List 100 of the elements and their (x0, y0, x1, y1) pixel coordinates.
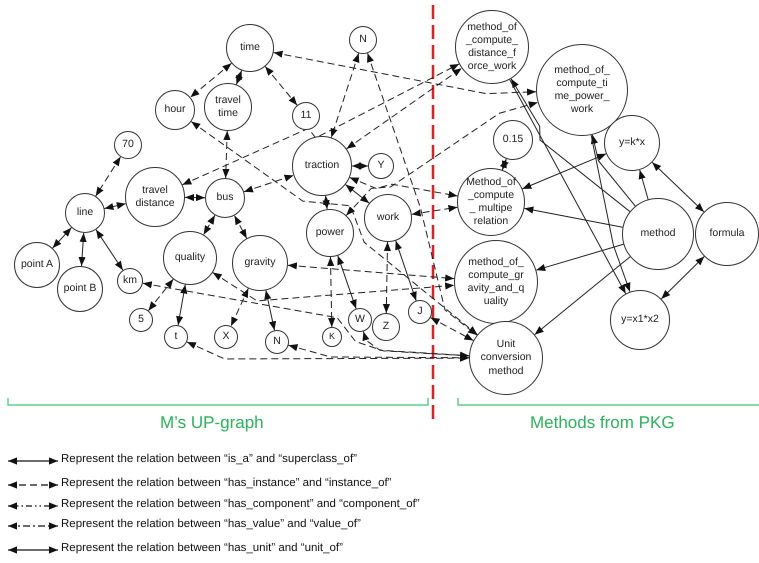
node-label: hour (164, 103, 186, 117)
arrow (509, 79, 626, 294)
arrow (536, 244, 624, 271)
legend-text: Represent the relation between “has_instance” and “instance_of” (61, 477, 392, 489)
arrow (222, 130, 230, 178)
arrow (287, 262, 455, 282)
node-label: 11 (300, 109, 312, 123)
node-label: 5 (138, 313, 144, 327)
arrow (288, 344, 470, 362)
node-label: J (417, 305, 423, 319)
node-label: y=k*x (619, 136, 645, 150)
arrow (96, 229, 124, 271)
node-label: line (76, 206, 94, 220)
concept-circle (322, 327, 342, 347)
section-title: M’s UP-graph (160, 413, 264, 433)
node-label: Y (377, 159, 384, 173)
arrow (430, 317, 474, 342)
node-label: traction (304, 159, 340, 173)
arrow (322, 195, 330, 210)
concept-circle (164, 325, 188, 349)
node-label: N (273, 335, 281, 349)
concept-circle (129, 308, 153, 332)
arrow (652, 162, 704, 212)
concept-circle (306, 209, 354, 257)
arrow (395, 240, 417, 302)
arrow (244, 174, 294, 192)
concept-circle (408, 300, 432, 324)
node-label: Unit conversion method (480, 338, 532, 378)
arrow (346, 68, 462, 150)
arrow (95, 156, 122, 197)
node-label: time (240, 41, 260, 55)
arrow (330, 52, 360, 138)
arrow (367, 52, 478, 336)
arrow (411, 205, 458, 216)
legend-text: Represent the relation between “is_a” and “superclass_of” (61, 453, 357, 465)
arrow (590, 134, 630, 292)
arrow (264, 290, 276, 331)
arrow (230, 288, 249, 327)
arrow (142, 281, 470, 359)
arrow (337, 255, 357, 310)
arrow (78, 232, 87, 267)
arrow (352, 162, 368, 170)
node-label: 70 (122, 138, 134, 152)
concept-circle (57, 266, 103, 312)
arrow (148, 278, 174, 312)
concept-circle (469, 321, 543, 395)
concept-circle (117, 268, 143, 294)
section-title: Methods from PKG (530, 413, 675, 433)
node-label: power (316, 226, 344, 240)
concept-circle (349, 26, 377, 54)
concept-circle (364, 194, 412, 242)
arrow (186, 341, 470, 362)
node-label: X (222, 330, 230, 344)
concept-circle (65, 193, 105, 233)
concept-circle (205, 178, 245, 218)
arrow (590, 134, 636, 207)
node-label: y=x1*x2 (621, 313, 659, 327)
arrow (190, 62, 232, 98)
arrow (382, 242, 391, 314)
arrow (362, 331, 470, 359)
concept-circle (232, 235, 288, 291)
node-label: 0.15 (502, 133, 524, 147)
concept-circle (265, 330, 289, 354)
arrow (660, 256, 705, 300)
node-label: N (359, 33, 367, 47)
arrow (184, 194, 206, 202)
concept-circle (604, 115, 660, 171)
concept-circle (622, 198, 694, 270)
concept-circle (204, 83, 252, 131)
node-label: quality (174, 251, 206, 265)
arrow (346, 101, 538, 216)
node-label: work (376, 211, 400, 225)
arrow (327, 256, 336, 328)
concept-circle (292, 136, 352, 196)
arrow (235, 70, 243, 85)
concept-circle (163, 231, 217, 285)
concept-circle (292, 102, 320, 130)
arrow (182, 63, 460, 186)
node-label: km (123, 274, 137, 288)
node-label: method_of _compute_ distance_f orce_work (464, 20, 520, 74)
node-label: gravity (244, 256, 276, 270)
concept-circle (155, 90, 195, 130)
arrow (522, 153, 607, 190)
node-label: bus (216, 191, 234, 205)
arrow (264, 66, 298, 106)
node-label: travel time (214, 94, 242, 120)
arrow (534, 256, 631, 336)
node-label: point B (64, 282, 96, 296)
concept-circle (214, 325, 238, 349)
arrow (104, 202, 126, 210)
node-label: method_of_ compute_ti me_power_ work (553, 64, 611, 116)
arrow (500, 158, 509, 170)
arrow (52, 227, 72, 249)
legend-text: Represent the relation between “has_value” and “value_of” (61, 518, 361, 530)
concept-circle (348, 308, 372, 332)
arrow (510, 78, 630, 212)
arrow (203, 214, 216, 236)
arrow (273, 50, 537, 96)
arrow (234, 215, 248, 239)
node-label: Method_of _compute_ multipe relation (466, 176, 516, 228)
